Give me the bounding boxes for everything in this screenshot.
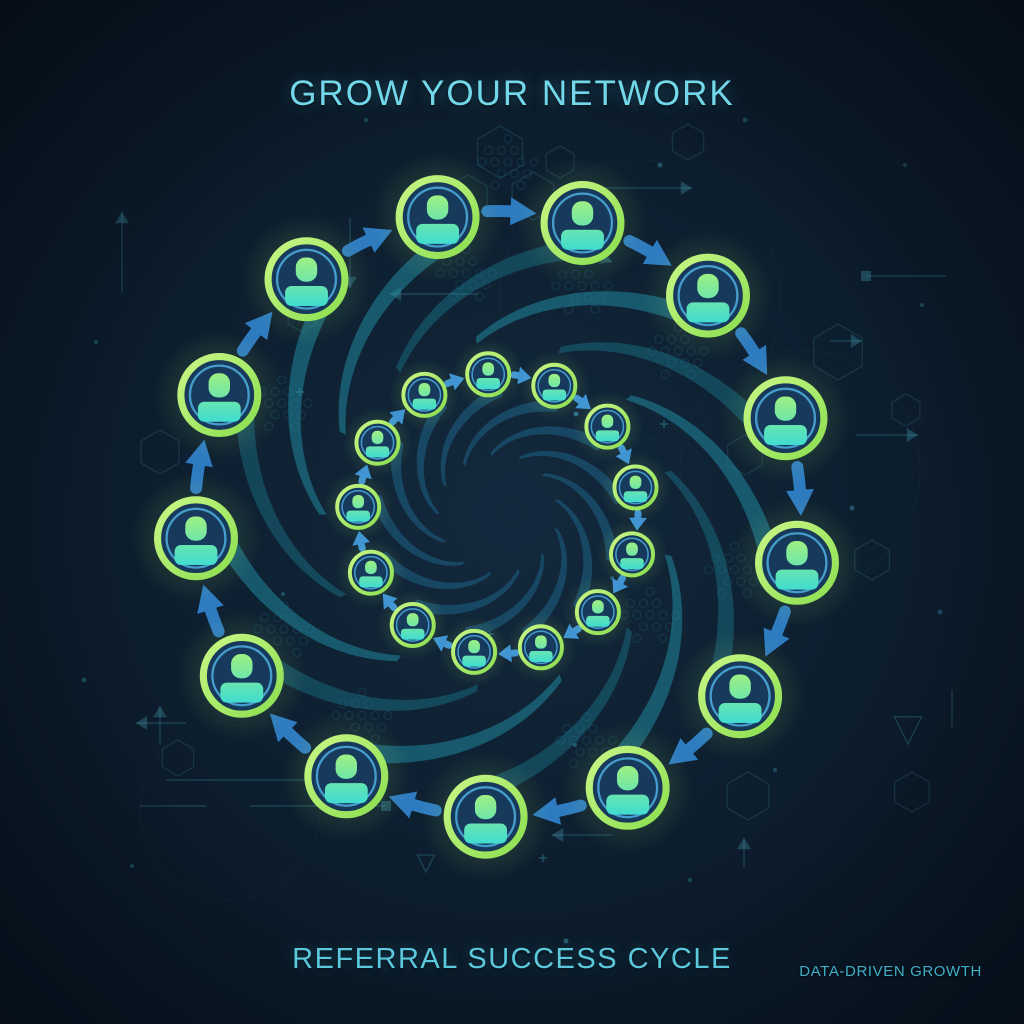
particle-dot [742, 117, 748, 123]
avatar-node [130, 473, 262, 604]
person-icon [285, 257, 328, 306]
particle-dot [773, 768, 777, 772]
particle-dot [81, 677, 87, 683]
circuit-arrow-icon [153, 706, 167, 718]
avatar-node [731, 497, 863, 628]
particle-dot [903, 163, 907, 167]
person-icon [542, 373, 567, 401]
person-icon [197, 373, 241, 422]
person-icon [365, 430, 390, 458]
avatar-node [642, 230, 774, 361]
particle-dot [920, 303, 924, 307]
avatar-ring-inner [322, 338, 672, 688]
circuit-arrow-icon [737, 838, 751, 850]
person-icon [586, 600, 610, 627]
person-icon [623, 475, 648, 503]
avatar-node [720, 353, 851, 484]
person-icon [686, 273, 730, 323]
avatar-node-small [518, 350, 590, 422]
particle-dot [130, 864, 134, 868]
avatar-node [517, 157, 648, 289]
avatar-node-small [562, 576, 634, 648]
hexagon-decor [726, 771, 770, 821]
person-icon [359, 560, 383, 588]
person-icon [476, 362, 500, 389]
circuit-node-icon [861, 271, 871, 281]
hexagon-decor [891, 393, 921, 427]
person-icon [464, 794, 508, 844]
avatar-ring-outer [130, 152, 863, 882]
person-icon [764, 396, 807, 445]
avatar-node-small [341, 407, 414, 479]
circuit-arrow-icon [552, 828, 564, 842]
person-icon [416, 195, 460, 244]
person-icon [412, 382, 437, 410]
avatar-node [420, 751, 551, 882]
footnote-caption: DATA-DRIVEN GROWTH [799, 963, 982, 980]
particle-dot [281, 592, 285, 596]
particle-dot [688, 878, 692, 882]
person-icon [174, 516, 218, 565]
avatar-node [281, 711, 412, 842]
particle-dot [94, 340, 98, 344]
avatar-node-small [571, 390, 644, 463]
avatar-node-small [596, 518, 668, 591]
avatar-node-small [377, 589, 449, 661]
avatar-node [154, 329, 285, 461]
person-icon [718, 674, 762, 723]
avatar-node-small [335, 537, 407, 609]
avatar-node [176, 610, 307, 741]
person-icon [606, 766, 650, 815]
circuit-arrow-icon [906, 428, 918, 442]
circuit-arrow-icon [136, 716, 148, 730]
particle-dot [563, 938, 569, 944]
avatar-node [241, 214, 372, 345]
person-icon [324, 754, 368, 804]
person-icon [529, 635, 553, 662]
hexagon-decor [476, 125, 524, 179]
circuit-arrow-icon [680, 181, 692, 195]
particle-dot [657, 162, 663, 168]
avatar-node-small [388, 359, 461, 431]
avatar-node-small [322, 471, 394, 543]
triangle-decor-icon [893, 716, 923, 746]
particle-dot [849, 505, 855, 511]
circuit-arrow-icon [850, 334, 862, 348]
avatar-node [372, 152, 503, 283]
person-icon [620, 542, 644, 570]
hexagon-decor [671, 123, 705, 161]
person-icon [595, 414, 620, 442]
avatar-node [562, 722, 693, 853]
person-icon [561, 201, 604, 250]
plus-mark-icon [660, 420, 668, 428]
person-icon [462, 639, 486, 667]
avatar-node-small [599, 451, 672, 524]
person-icon [400, 613, 425, 640]
circuit-arrow-icon [115, 212, 129, 224]
hexagon-decor [161, 739, 195, 777]
avatar-node-small [452, 338, 524, 410]
person-icon [220, 654, 264, 703]
triangle-decor-icon [416, 854, 436, 874]
person-icon [775, 541, 819, 590]
plus-mark-icon [539, 854, 547, 862]
particle-dot [573, 743, 577, 747]
person-icon [346, 494, 370, 522]
page-title: GROW YOUR NETWORK [289, 74, 735, 113]
avatar-node-small [505, 611, 577, 683]
avatar-node-small [438, 616, 510, 688]
particle-dot [364, 118, 368, 122]
avatar-node [675, 631, 806, 762]
hexagon-decor [894, 771, 930, 813]
subtitle-caption: REFERRAL SUCCESS CYCLE [292, 943, 732, 975]
particle-dot [937, 609, 943, 615]
